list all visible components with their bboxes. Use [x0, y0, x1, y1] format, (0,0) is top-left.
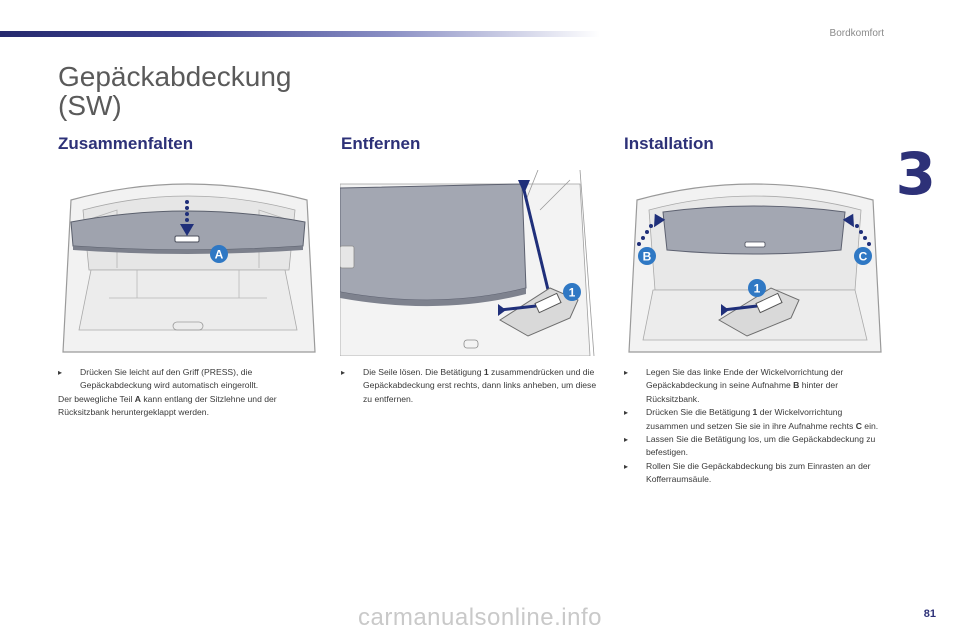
text-block-installation: ▸ Legen Sie das linke Ende der Wickelvor… [624, 366, 886, 487]
list-item: ▸ Drücken Sie leicht auf den Griff (PRES… [58, 366, 320, 393]
bullet-marker: ▸ [624, 408, 629, 418]
instruction-bold: B [793, 380, 800, 391]
page-title: Gepäckabdeckung (SW) [58, 62, 292, 120]
list-item: ▸ Rollen Sie die Gepäckabdeckung bis zum… [624, 460, 886, 487]
paragraph: Der bewegliche Teil A kann entlang der S… [58, 393, 320, 420]
chapter-number: 3 [895, 140, 936, 208]
paragraph-bold: A [134, 393, 141, 404]
figure-fold-cover: A [57, 170, 319, 356]
column-title-installation: Installation [624, 134, 714, 153]
header-gradient-bar [0, 31, 600, 37]
column-title-entfernen: Entfernen [341, 134, 421, 153]
figure-label-a: A [215, 248, 224, 262]
figure-label-1: 1 [569, 286, 576, 300]
list-item: ▸ Legen Sie das linke Ende der Wickelvor… [624, 366, 886, 406]
paragraph-text: kann entlang der Sitzlehne und der Rücks… [58, 393, 277, 418]
instruction-text: Drücken Sie die Betätigung [646, 407, 753, 418]
figure-label-b: B [643, 250, 652, 264]
instruction-text: Legen Sie das linke Ende der Wickelvorri… [646, 367, 844, 391]
list-item: ▸ Die Seile lösen. Die Betätigung 1 zusa… [341, 366, 603, 406]
instruction-text: zusammendrücken und die Gepäckabdeckung … [363, 367, 597, 404]
bullet-marker: ▸ [341, 368, 346, 377]
instruction-text: Lassen Sie die Betätigung los, um die Ge… [646, 434, 876, 458]
figure-install-cover: B C 1 [623, 170, 885, 356]
figure-label-c: C [859, 250, 868, 264]
instruction-text: hinter der Rücksitzbank. [646, 380, 839, 404]
page-title-line2: (SW) [58, 90, 122, 121]
instruction-text: Die Seile lösen. Die Betätigung [363, 367, 484, 377]
list-item: ▸ Lassen Sie die Betätigung los, um die … [624, 433, 886, 460]
instruction-bold: 1 [483, 367, 489, 377]
text-block-entfernen: ▸ Die Seile lösen. Die Betätigung 1 zusa… [341, 366, 603, 406]
instruction-text: Rollen Sie die Gepäckabdeckung bis zum E… [646, 460, 871, 485]
list-item: ▸ Drücken Sie die Betätigung 1 der Wicke… [624, 406, 886, 433]
paragraph-text: Der bewegliche Teil [58, 393, 135, 404]
page-number: 81 [923, 608, 936, 620]
instruction-bold: 1 [752, 407, 758, 418]
watermark: carmanualsonline.info [358, 604, 602, 631]
instruction-text: ein. [861, 420, 879, 431]
page-title-line1: Gepäckabdeckung [58, 61, 292, 92]
bullet-marker: ▸ [624, 461, 629, 471]
instruction-text: der Wickelvorrichtung zusammen und setze… [646, 407, 856, 431]
column-title-zusammenfalten: Zusammenfalten [58, 134, 194, 153]
text-block-zusammenfalten: ▸ Drücken Sie leicht auf den Griff (PRES… [58, 366, 320, 420]
bullet-marker: ▸ [58, 368, 63, 377]
section-label: Bordkomfort [829, 28, 884, 39]
instruction-bold: C [855, 420, 862, 431]
bullet-marker: ▸ [624, 368, 629, 377]
bullet-marker: ▸ [624, 435, 629, 445]
instruction-text: Drücken Sie leicht auf den Griff (PRESS)… [80, 367, 259, 391]
figure-label-1: 1 [754, 282, 761, 296]
figure-remove-cover: 1 [340, 170, 602, 356]
